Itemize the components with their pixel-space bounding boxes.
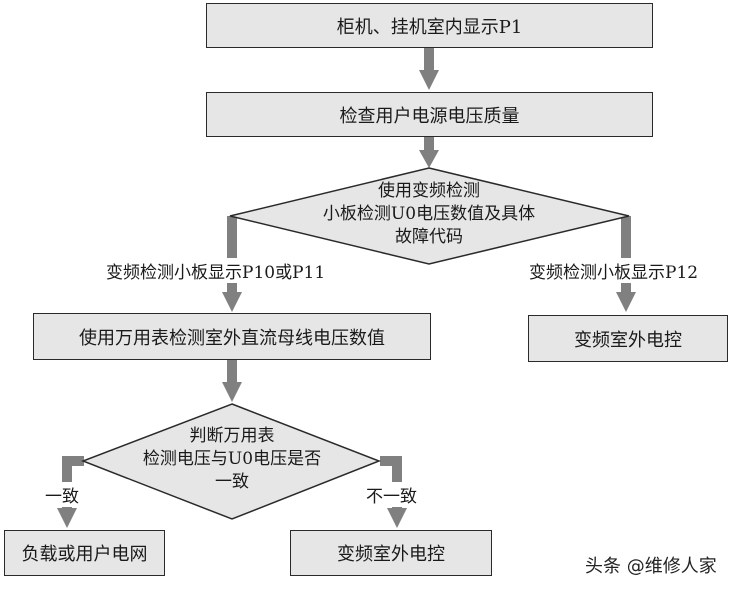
arrowhead-check [419,70,439,90]
decision-1-text: 使用变频检测 小板检测U0电压数值及具体 故障代码 [270,180,588,249]
decision-2-line-2: 检测电压与U0电压是否 [142,449,322,469]
decision-2-line-1: 判断万用表 [189,426,275,446]
decision-1-line-3: 故障代码 [395,227,463,247]
arrowhead-decision2 [222,382,242,402]
start-node-label: 柜机、挂机室内显示P1 [336,16,523,38]
connector-decision2-right-h [380,456,402,466]
edge-label-p12: 变频检测小板显示P12 [527,258,701,283]
decision-1-line-1: 使用变频检测 [378,181,480,201]
decision-1-shape [229,167,630,265]
connector-multimeter-to-decision2 [227,360,237,382]
connector-decision1-left-v [227,216,237,292]
start-node: 柜机、挂机室内显示P1 [206,3,653,48]
decision-2-text: 判断万用表 检测电压与U0电压是否 一致 [102,425,362,494]
watermark: 头条 @维修人家 [585,556,717,577]
multimeter-label: 使用万用表检测室外直流母线电压数值 [79,327,385,349]
connector-start-to-check [424,48,434,70]
decision-2-shape [80,403,382,520]
arrowhead-outdoor-bottom [387,508,407,528]
edge-label-consistent: 一致 [43,482,81,507]
outdoor-control-right-label: 变频室外电控 [574,329,682,351]
check-voltage-label: 检查用户电源电压质量 [339,105,520,127]
arrowhead-outdoor-right [616,292,636,312]
multimeter-node: 使用万用表检测室外直流母线电压数值 [33,313,431,360]
outdoor-control-bottom-node: 变频室外电控 [290,530,492,576]
connector-check-to-decision1 [424,137,434,150]
edge-label-inconsistent: 不一致 [364,482,419,507]
edge-label-p10-p11: 变频检测小板显示P10或P11 [104,258,328,283]
load-or-grid-node: 负载或用户电网 [4,530,165,576]
arrowhead-load [57,508,77,528]
connector-decision2-left-h [62,456,84,466]
outdoor-control-bottom-label: 变频室外电控 [337,544,445,565]
load-or-grid-label: 负载或用户电网 [21,544,148,565]
outdoor-control-right-node: 变频室外电控 [528,315,728,362]
arrowhead-multimeter [222,292,242,312]
connector-decision1-right-v [621,216,631,292]
decision-2-line-3: 一致 [215,472,249,492]
arrowhead-decision1 [419,150,439,168]
check-voltage-node: 检查用户电源电压质量 [206,92,653,137]
decision-1-line-2: 小板检测U0电压数值及具体 [322,204,536,224]
